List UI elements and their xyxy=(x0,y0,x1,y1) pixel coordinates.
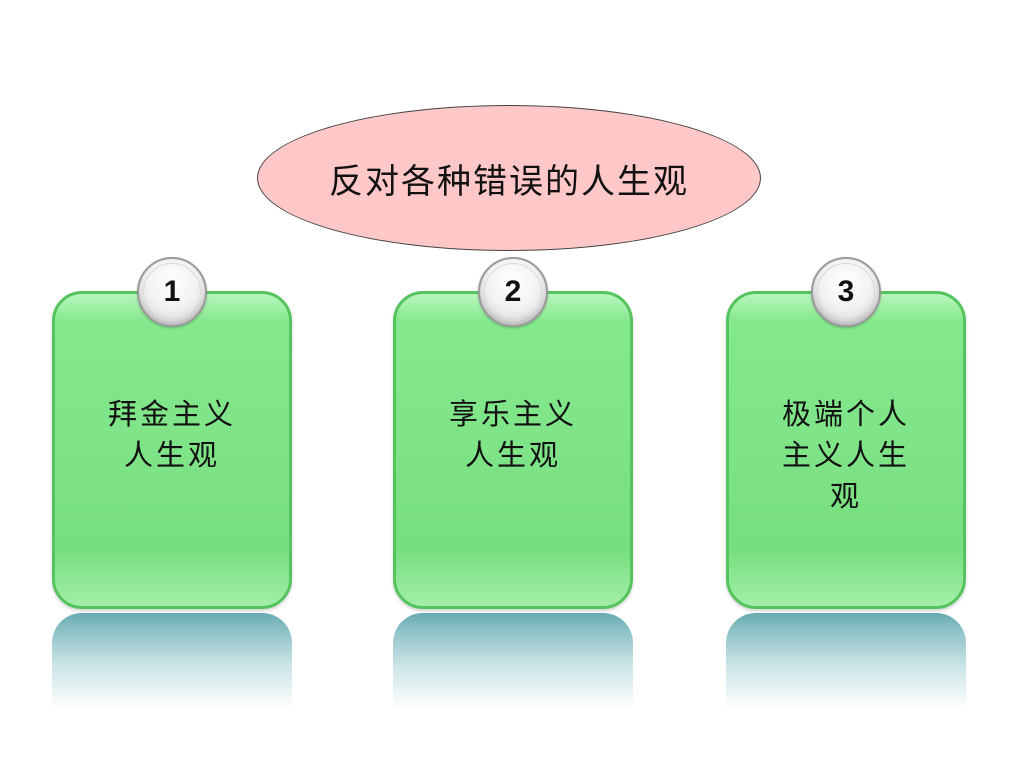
card-label: 极端个人主义人生观 xyxy=(781,397,910,513)
card-reflection xyxy=(52,613,292,709)
card-box: 极端个人主义人生观 xyxy=(726,291,966,609)
card-label: 享乐主义人生观 xyxy=(448,397,577,472)
badge-number: 1 xyxy=(143,263,201,321)
number-badge: 2 xyxy=(478,257,548,327)
card-reflection xyxy=(726,613,966,709)
number-badge: 1 xyxy=(137,257,207,327)
card-box: 拜金主义人生观 xyxy=(52,291,292,609)
card-box: 享乐主义人生观 xyxy=(393,291,633,609)
card-label: 拜金主义人生观 xyxy=(107,397,236,472)
card-1: 拜金主义人生观 1 xyxy=(52,257,292,709)
title-ellipse: 反对各种错误的人生观 xyxy=(257,105,761,251)
number-badge: 3 xyxy=(811,257,881,327)
card-2: 享乐主义人生观 2 xyxy=(393,257,633,709)
card-reflection xyxy=(393,613,633,709)
badge-number: 3 xyxy=(817,263,875,321)
diagram-title: 反对各种错误的人生观 xyxy=(329,161,689,202)
badge-number: 2 xyxy=(484,263,542,321)
card-3: 极端个人主义人生观 3 xyxy=(726,257,966,709)
